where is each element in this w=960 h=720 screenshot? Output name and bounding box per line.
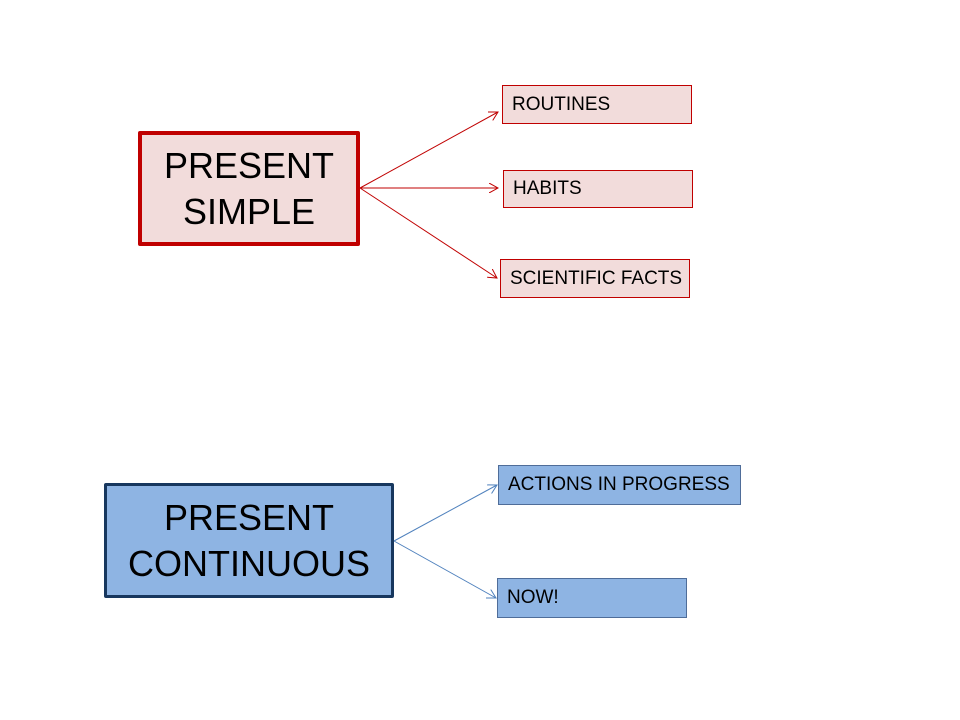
present-continuous-box: PRESENT CONTINUOUS [104, 483, 394, 598]
present-simple-title-line1: PRESENT [163, 144, 335, 186]
now-box: NOW! [497, 578, 687, 618]
arrow-to-routines [359, 112, 498, 189]
arrow-to-now [393, 540, 496, 598]
arrow-to-scientific-facts [359, 187, 497, 278]
present-simple-title-line2: SIMPLE [182, 190, 316, 232]
present-continuous-title-line2: CONTINUOUS [128, 542, 370, 584]
scientific-facts-box: SCIENTIFIC FACTS [500, 259, 690, 298]
habits-box: HABITS [503, 170, 693, 208]
present-simple-box: PRESENT SIMPLE [138, 131, 360, 246]
present-continuous-title-line1: PRESENT [163, 496, 335, 538]
actions-in-progress-box: ACTIONS IN PROGRESS [498, 465, 741, 505]
routines-box: ROUTINES [502, 85, 692, 124]
arrow-to-actions-in-progress [393, 485, 497, 542]
